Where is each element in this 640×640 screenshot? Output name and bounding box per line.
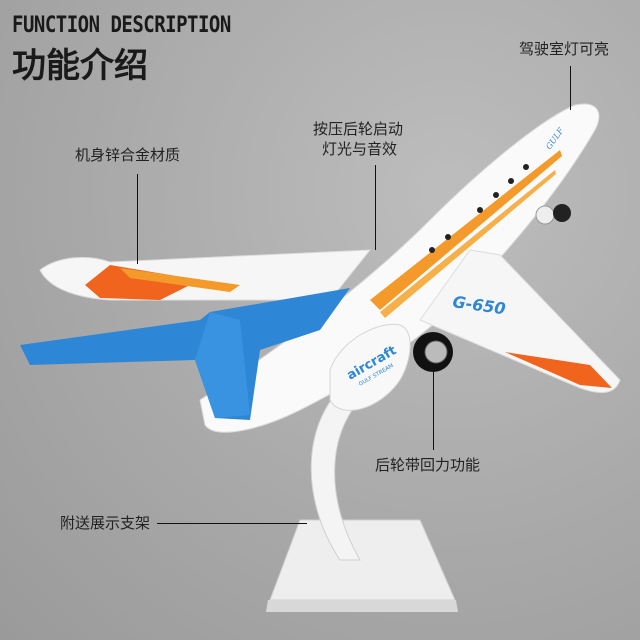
- callout-body-material: 机身锌合金材质: [75, 146, 181, 164]
- stand-base: [269, 519, 456, 601]
- windows: [429, 164, 529, 253]
- right-wing: [419, 249, 621, 393]
- callout-line: [433, 372, 434, 450]
- engine: [329, 323, 411, 411]
- title-chinese: 功能介绍: [12, 46, 148, 86]
- callout-cockpit-light: 驾驶室灯可亮: [519, 40, 610, 58]
- callout-line: [570, 66, 571, 110]
- callout-press-wheel-line1: 按压后轮启动: [313, 120, 404, 138]
- left-wing: [39, 249, 372, 301]
- title-english: FUNCTION DESCRIPTION: [12, 12, 231, 38]
- blue-tail: [20, 288, 350, 420]
- callout-stand: 附送展示支架: [60, 514, 151, 532]
- callout-line: [375, 165, 376, 250]
- callout-line: [157, 523, 307, 524]
- callout-line: [137, 174, 138, 264]
- fuselage: [199, 103, 600, 433]
- callout-pullback: 后轮带回力功能: [375, 456, 481, 474]
- callout-press-wheel-line2: 灯光与音效: [322, 140, 398, 158]
